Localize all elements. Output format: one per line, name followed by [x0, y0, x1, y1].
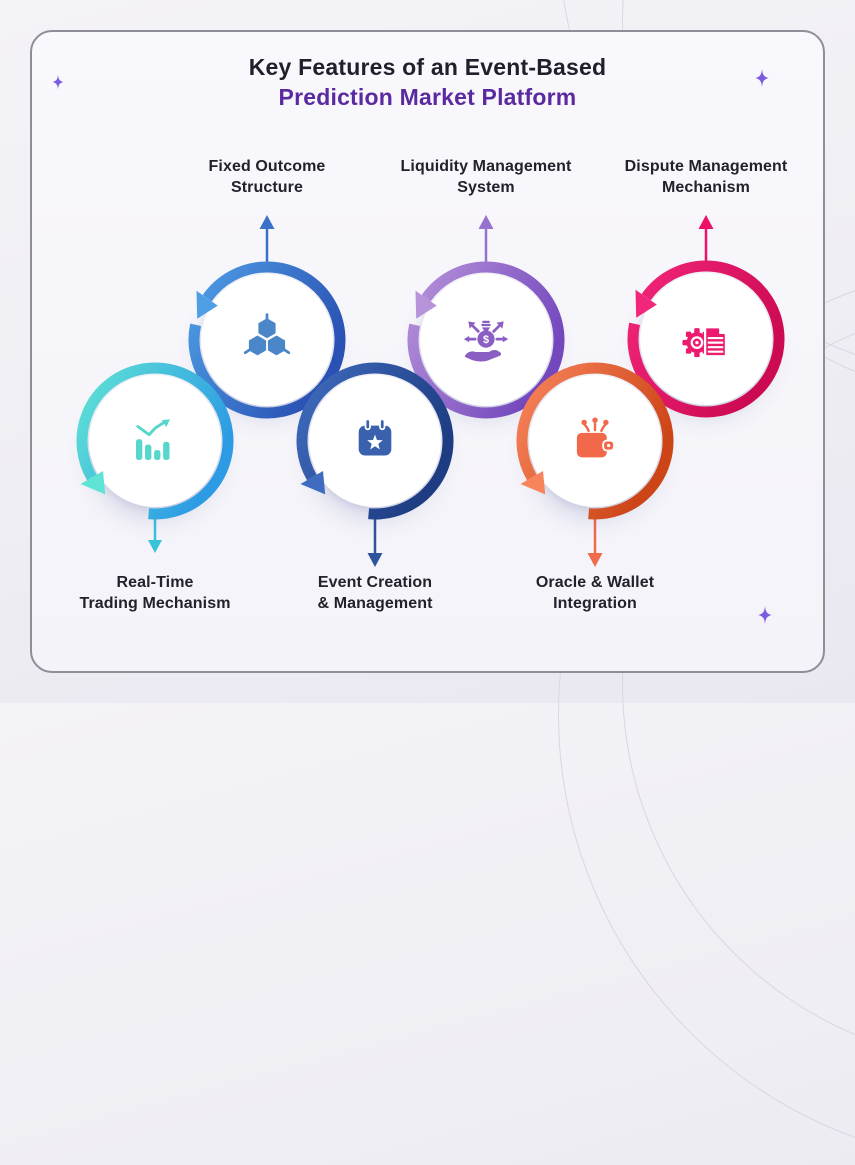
card-frame	[30, 30, 825, 673]
page-title: Key Features of an Event-Based Predictio…	[0, 52, 855, 112]
sparkle-icon	[52, 74, 64, 90]
sparkle-icon	[758, 605, 772, 625]
sparkle-icon	[755, 68, 769, 88]
title-line-2: Prediction Market Platform	[278, 84, 577, 110]
title-line-1: Key Features of an Event-Based	[248, 54, 607, 80]
